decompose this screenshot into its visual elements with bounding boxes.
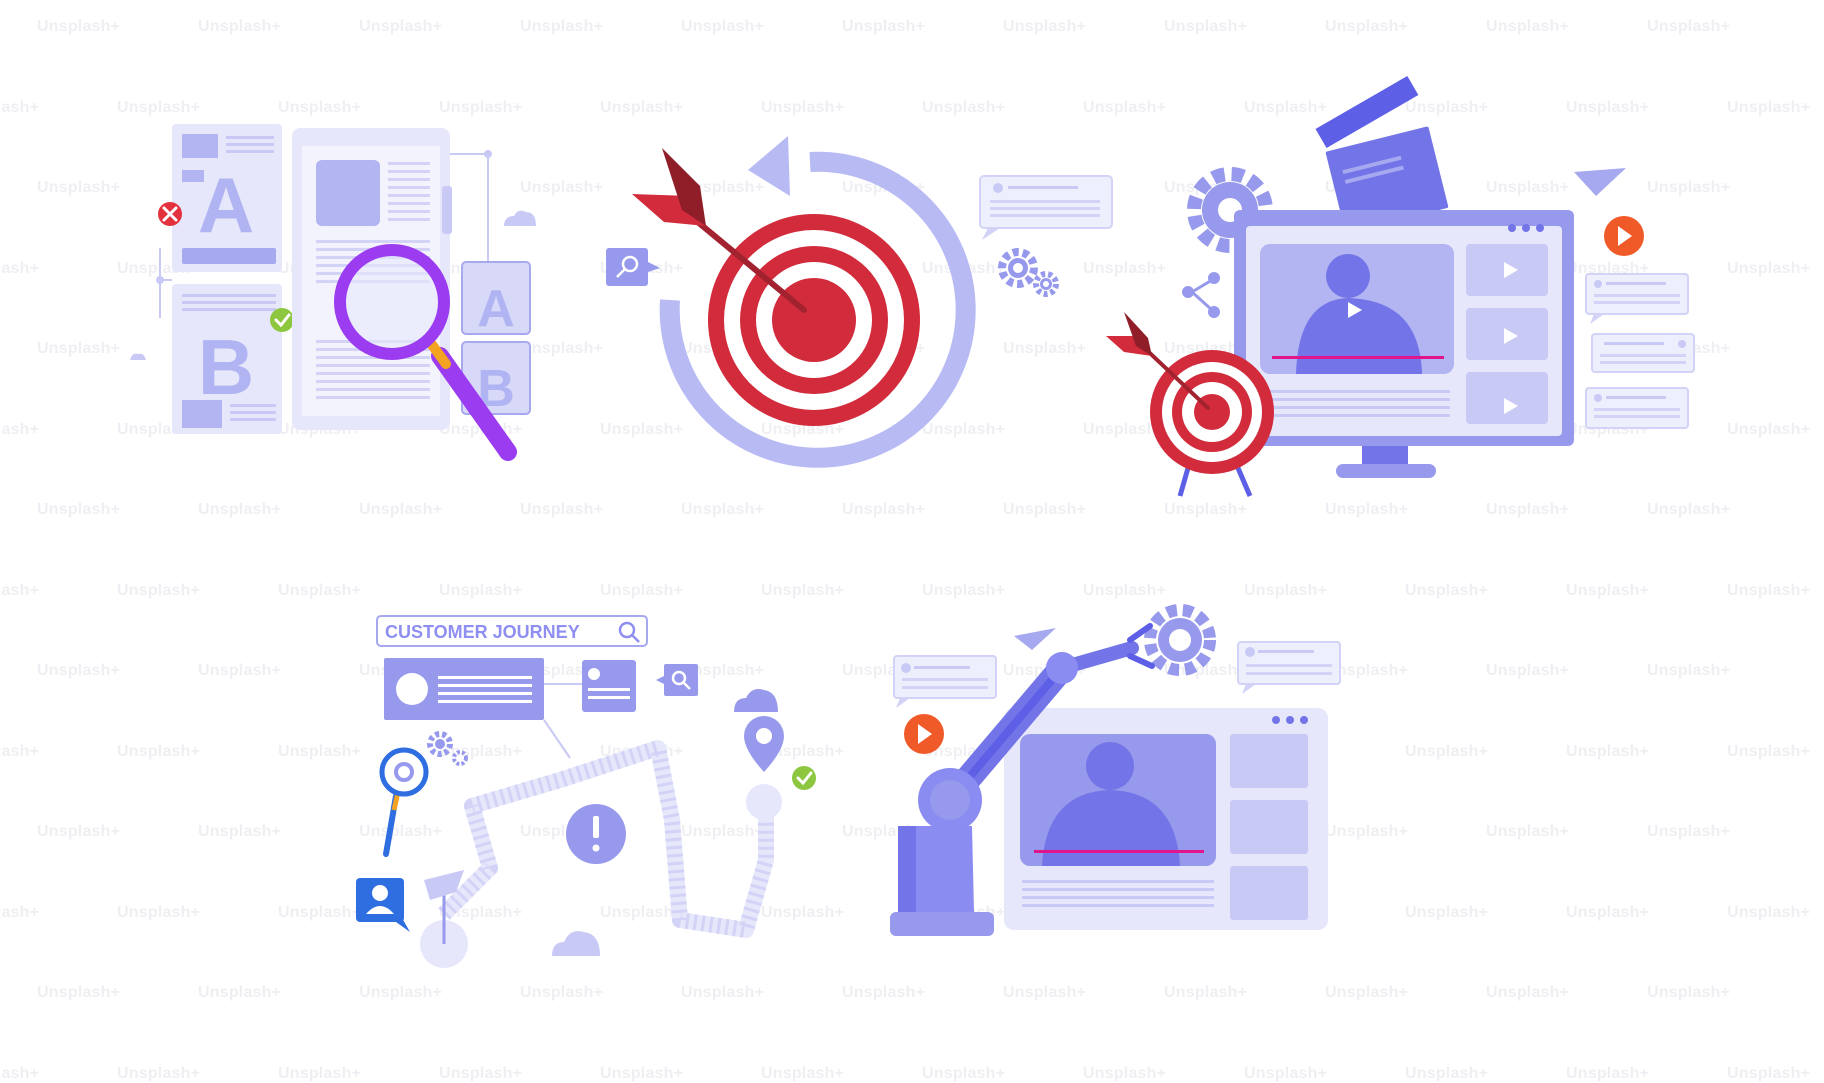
gear-icon <box>1144 604 1216 676</box>
robot-arm-icon <box>890 623 1155 936</box>
chat-bubble <box>1585 273 1689 324</box>
cycle-arrow <box>659 151 976 468</box>
variant-b-card <box>172 284 282 434</box>
variant-a-card <box>172 124 282 272</box>
search-icon <box>618 621 636 639</box>
map-pin-icon <box>744 716 784 820</box>
arrow-icon <box>1106 312 1210 410</box>
play-icon <box>904 714 944 754</box>
letter-b: B <box>198 323 254 411</box>
gear-icon <box>998 248 1038 288</box>
search-tile <box>606 248 660 286</box>
cloud-icon <box>734 689 778 712</box>
search-icon <box>671 670 687 686</box>
small-variant-a-card <box>461 261 531 335</box>
profile-card <box>384 658 544 720</box>
chat-bubble <box>1591 333 1695 373</box>
video-thumbnail <box>1466 244 1548 296</box>
cloud-icon <box>130 353 146 360</box>
close-icon <box>158 202 182 226</box>
magnifier-icon <box>334 244 517 461</box>
paper-plane-icon <box>1574 168 1626 196</box>
video-thumbnail <box>1230 734 1308 788</box>
share-icon <box>1182 272 1220 318</box>
gear-icon <box>427 731 453 757</box>
search-tile <box>656 664 698 696</box>
video-thumbnail <box>1230 800 1308 854</box>
magnifier-icon <box>379 747 429 857</box>
gear-icon <box>1033 271 1059 297</box>
chat-bubble <box>979 175 1113 240</box>
id-card <box>582 660 636 712</box>
search-label: CUSTOMER JOURNEY <box>385 622 580 642</box>
search-icon <box>621 255 639 273</box>
flag-icon <box>420 870 468 968</box>
customer-journey-search: CUSTOMER JOURNEY <box>376 615 648 647</box>
target-cycle-illustration <box>606 136 1113 468</box>
customer-journey-illustration: CUSTOMER JOURNEY <box>356 615 816 968</box>
clapperboard-icon <box>1315 75 1449 233</box>
user-icon <box>1086 742 1134 790</box>
paper-plane-icon <box>1014 628 1056 650</box>
gear-icon <box>452 750 468 766</box>
user-icon <box>356 878 410 932</box>
arrow-icon <box>632 148 807 313</box>
chat-bubble <box>1585 387 1689 429</box>
ab-testing-illustration: A B A <box>130 124 536 461</box>
play-icon <box>1604 216 1644 256</box>
chat-bubble <box>893 655 997 708</box>
check-icon <box>270 308 294 332</box>
variant-a-button <box>182 248 276 264</box>
video-thumbnail <box>1466 372 1548 424</box>
cloud-icon <box>504 210 536 226</box>
target-icon <box>708 214 920 426</box>
small-letter-a: A <box>477 280 515 338</box>
robot-video-illustration <box>890 604 1341 936</box>
video-window <box>1004 708 1328 930</box>
play-icon <box>1348 302 1362 318</box>
progress-bar <box>1034 850 1204 853</box>
video-marketing-illustration <box>1106 75 1695 497</box>
image-placeholder <box>182 134 218 158</box>
cloud-icon <box>552 931 600 956</box>
letter-a: A <box>198 161 254 249</box>
chat-bubble <box>1237 641 1341 694</box>
user-icon <box>1326 254 1370 298</box>
image-placeholder <box>316 160 380 226</box>
check-icon <box>792 766 816 790</box>
video-thumbnail <box>1230 866 1308 920</box>
progress-bar <box>1272 356 1444 359</box>
monitor-icon <box>1234 210 1574 478</box>
video-thumbnail <box>1466 308 1548 360</box>
alert-icon <box>566 804 626 864</box>
